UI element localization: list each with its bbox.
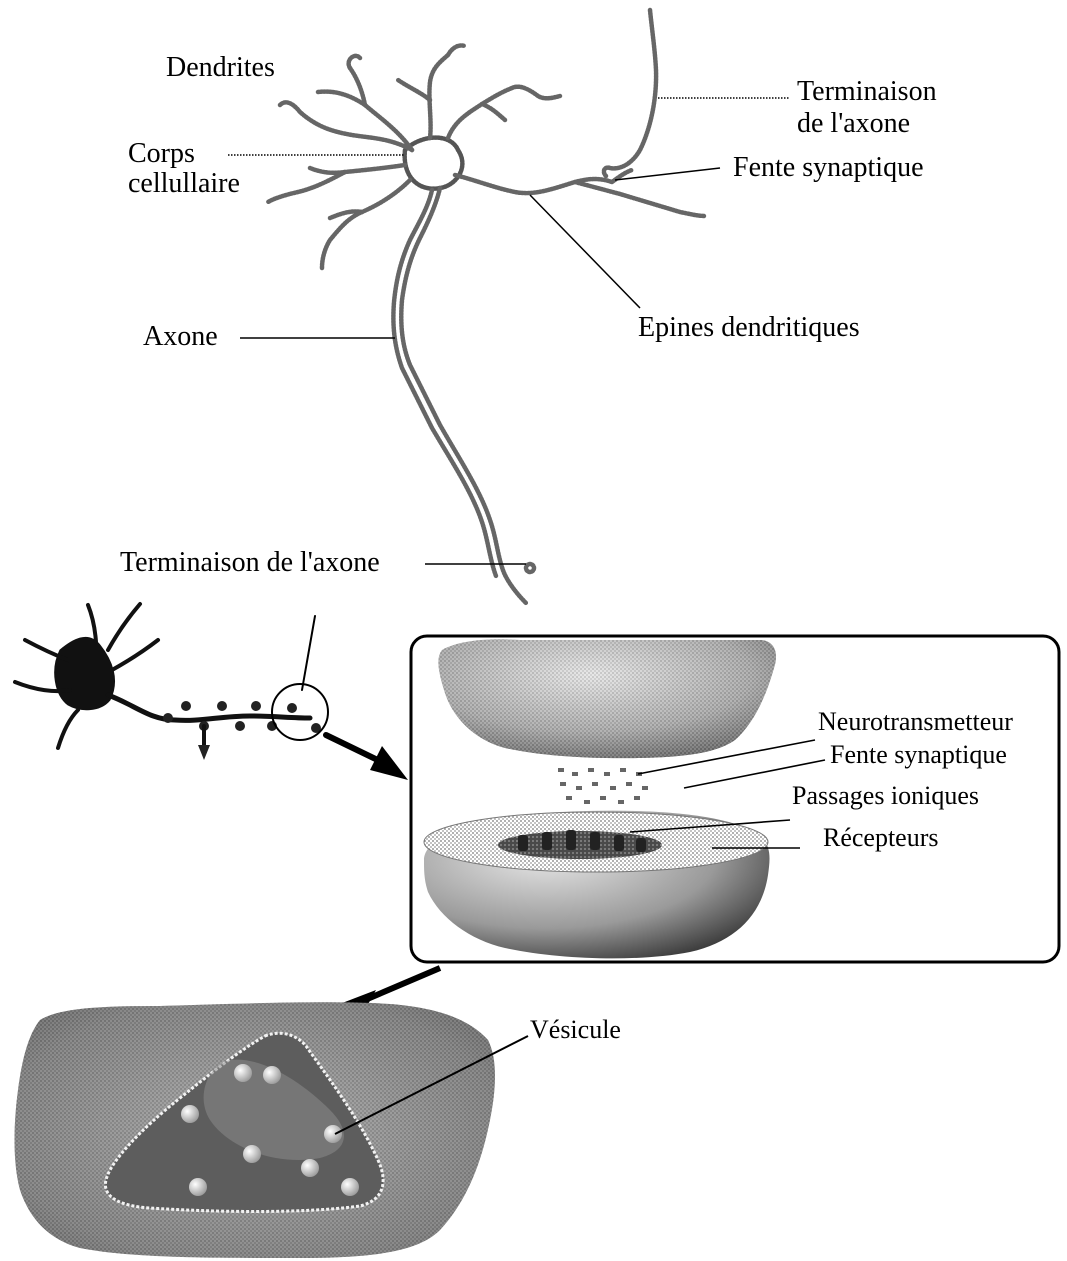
small-neuron bbox=[15, 604, 408, 780]
label-cell-body-line1: Corps bbox=[128, 140, 195, 168]
label-vesicle: Vésicule bbox=[530, 1016, 621, 1043]
label-axon-terminal-right-line2: de l'axone bbox=[797, 110, 910, 138]
label-neurotransmitter: Neurotransmetteur bbox=[818, 708, 1013, 735]
label-axon: Axone bbox=[143, 323, 218, 351]
label-synaptic-cleft-box: Fente synaptique bbox=[830, 741, 1007, 768]
label-cell-body-line2: cellullaire bbox=[128, 170, 240, 198]
label-receptors: Récepteurs bbox=[823, 824, 939, 851]
synapse-box bbox=[324, 636, 1059, 1022]
terminal-button bbox=[15, 1002, 529, 1258]
label-axon-terminal-right-line1: Terminaison bbox=[797, 78, 937, 106]
label-ion-channels: Passages ioniques bbox=[792, 782, 979, 809]
label-dendritic-spines: Epines dendritiques bbox=[638, 314, 860, 342]
label-synaptic-cleft-top: Fente synaptique bbox=[733, 154, 924, 182]
label-axon-terminal: Terminaison de l'axone bbox=[120, 549, 380, 577]
label-dendrites: Dendrites bbox=[166, 54, 275, 82]
